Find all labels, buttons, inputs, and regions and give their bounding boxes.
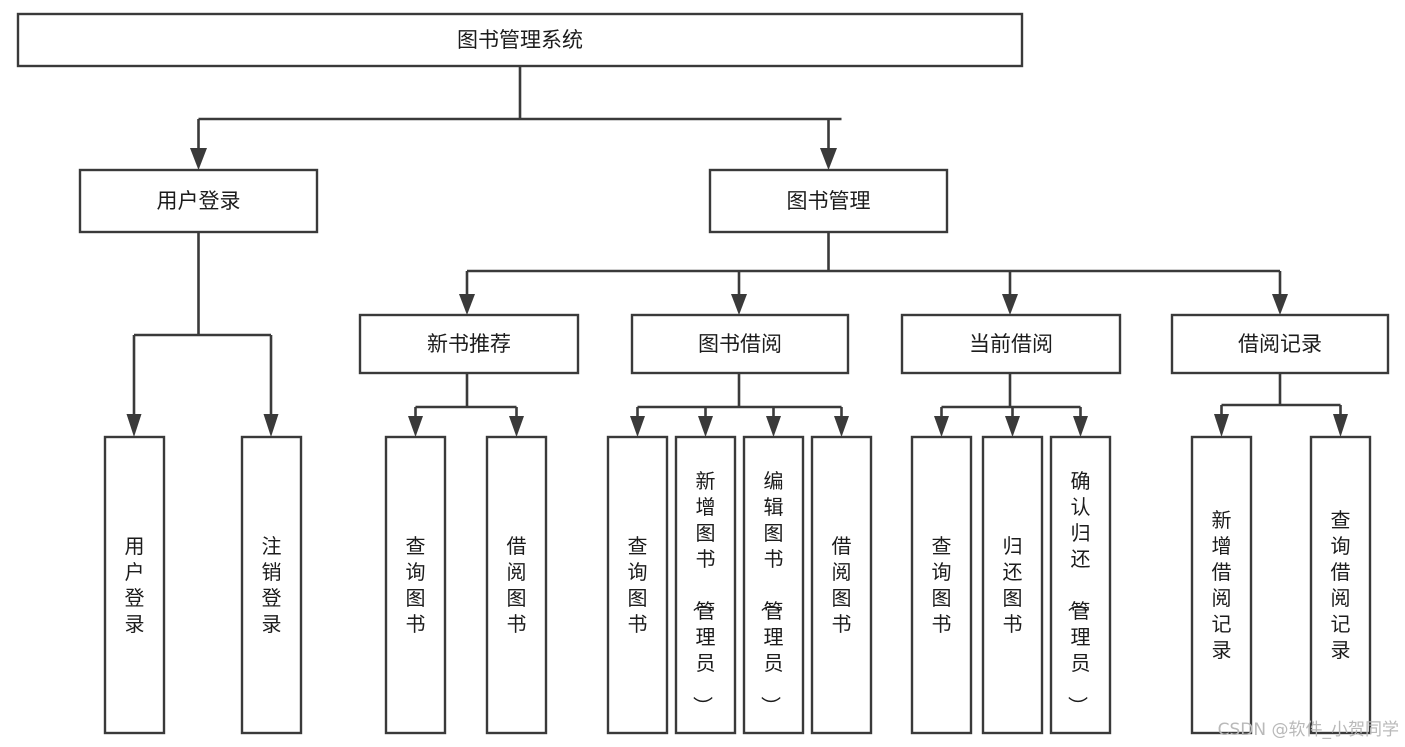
leaf-node-box-用户登录[interactable] — [103, 435, 166, 735]
watermark-label: CSDN @软件_小贺同学 — [1218, 720, 1399, 740]
leaf-node-layer: 用户登录 注销登录 查询图书 借阅图书 查询图书 新增图书（管理员） 编辑图书（管理员） 借阅… — [103, 435, 1372, 735]
leaf-node-box-确认归还管理员[interactable] — [1049, 435, 1112, 735]
node-new-book-recommend-box[interactable] — [358, 313, 580, 375]
arrow-head-leaf-edit-book — [766, 416, 781, 437]
node-book-management-label: 图书管理 — [787, 189, 871, 213]
leaf-node-label-注销登录: 注销登录 — [262, 534, 282, 636]
connector-group-user-login-leaves — [126, 232, 279, 437]
node-book-management-box[interactable] — [708, 168, 949, 234]
leaf-node-3[interactable]: 借阅图书 — [485, 435, 548, 735]
node-user-login[interactable]: 用户登录 — [78, 168, 319, 234]
leaf-node-7[interactable]: 借阅图书 — [810, 435, 873, 735]
leaf-node-box-注销登录[interactable] — [240, 435, 303, 735]
leaf-node-label-查询图书: 查询图书 — [406, 534, 426, 636]
arrow-head-leaf-logout — [263, 414, 279, 437]
leaf-node-10[interactable]: 确认归还（管理员） — [1049, 435, 1112, 735]
leaf-node-label-确认归还管理员: 确认归还（管理员） — [1066, 469, 1091, 716]
arrow-head-current-borrow — [1002, 294, 1018, 315]
node-borrow-record[interactable]: 借阅记录 — [1170, 313, 1390, 375]
leaf-node-label-归还图书: 归还图书 — [1003, 534, 1023, 636]
leaf-node-box-借阅图书[interactable] — [485, 435, 548, 735]
leaf-node-box-归还图书[interactable] — [981, 435, 1044, 735]
connector-group-root — [190, 66, 842, 170]
node-book-borrow-label: 图书借阅 — [698, 332, 782, 356]
arrow-head-leaf-borrow-book-2 — [834, 416, 849, 437]
arrow-head-user-login — [190, 148, 207, 170]
leaf-node-label-借阅图书: 借阅图书 — [507, 534, 527, 636]
arrow-head-leaf-add-record — [1214, 414, 1229, 437]
leaf-node-label-用户登录: 用户登录 — [125, 534, 145, 636]
arrow-head-leaf-query-book-1 — [408, 416, 423, 437]
node-new-book-recommend-label: 新书推荐 — [427, 332, 511, 356]
leaf-node-label-新增借阅记录: 新增借阅记录 — [1212, 508, 1232, 662]
node-book-borrow-box[interactable] — [630, 313, 850, 375]
leaf-node-6[interactable]: 编辑图书（管理员） — [742, 435, 805, 735]
leaf-node-box-查询图书[interactable] — [910, 435, 973, 735]
leaf-node-11[interactable]: 新增借阅记录 — [1190, 435, 1253, 735]
arrow-head-leaf-add-book — [698, 416, 713, 437]
arrow-head-leaf-user-login — [126, 414, 142, 437]
leaf-node-label-查询借阅记录: 查询借阅记录 — [1331, 508, 1351, 662]
leaf-node-label-新增图书管理员: 新增图书（管理员） — [691, 469, 716, 716]
node-root-label: 图书管理系统 — [457, 28, 583, 52]
node-new-book-recommend[interactable]: 新书推荐 — [358, 313, 580, 375]
leaf-node-label-借阅图书: 借阅图书 — [832, 534, 852, 636]
leaf-node-9[interactable]: 归还图书 — [981, 435, 1044, 735]
node-current-borrow-label: 当前借阅 — [969, 332, 1053, 356]
leaf-node-label-编辑图书管理员: 编辑图书（管理员） — [759, 469, 784, 716]
connector-group-book-mgmt — [459, 232, 1288, 315]
leaf-node-1[interactable]: 注销登录 — [240, 435, 303, 735]
arrow-head-new-book — [459, 294, 475, 315]
connector-group-new-book-leaves — [408, 373, 524, 437]
node-book-management[interactable]: 图书管理 — [708, 168, 949, 234]
leaf-node-box-借阅图书[interactable] — [810, 435, 873, 735]
node-current-borrow[interactable]: 当前借阅 — [900, 313, 1122, 375]
leaf-node-box-编辑图书管理员[interactable] — [742, 435, 805, 735]
leaf-node-2[interactable]: 查询图书 — [384, 435, 447, 735]
arrow-head-leaf-return-book — [1005, 416, 1020, 437]
leaf-node-label-查询图书: 查询图书 — [628, 534, 648, 636]
node-borrow-record-label: 借阅记录 — [1238, 332, 1322, 356]
node-borrow-record-box[interactable] — [1170, 313, 1390, 375]
leaf-node-12[interactable]: 查询借阅记录 — [1309, 435, 1372, 735]
arrow-head-borrow-record — [1272, 294, 1288, 315]
leaf-node-box-查询图书[interactable] — [384, 435, 447, 735]
arrow-head-leaf-query-book-3 — [934, 416, 949, 437]
leaf-node-8[interactable]: 查询图书 — [910, 435, 973, 735]
node-book-borrow[interactable]: 图书借阅 — [630, 313, 850, 375]
node-root[interactable]: 图书管理系统 — [16, 12, 1024, 68]
arrow-head-leaf-confirm-return — [1073, 416, 1088, 437]
connector-group-current-borrow-leaves — [934, 373, 1088, 437]
leaf-node-5[interactable]: 新增图书（管理员） — [674, 435, 737, 735]
leaf-node-0[interactable]: 用户登录 — [103, 435, 166, 735]
connector-group-borrow-record-leaves — [1214, 373, 1348, 437]
arrow-head-book-mgmt — [820, 148, 837, 170]
node-current-borrow-box[interactable] — [900, 313, 1122, 375]
connector-group-book-borrow-leaves — [630, 373, 849, 437]
node-user-login-label: 用户登录 — [157, 189, 241, 213]
node-user-login-box[interactable] — [78, 168, 319, 234]
leaf-node-box-新增图书管理员[interactable] — [674, 435, 737, 735]
arrow-head-leaf-borrow-book-1 — [509, 416, 524, 437]
leaf-node-label-查询图书: 查询图书 — [932, 534, 952, 636]
arrow-head-leaf-query-record — [1333, 414, 1348, 437]
leaf-node-box-查询借阅记录[interactable] — [1309, 435, 1372, 735]
node-root-box[interactable] — [16, 12, 1024, 68]
arrow-head-book-borrow — [731, 294, 747, 315]
leaf-node-box-新增借阅记录[interactable] — [1190, 435, 1253, 735]
leaf-node-4[interactable]: 查询图书 — [606, 435, 669, 735]
leaf-node-box-查询图书[interactable] — [606, 435, 669, 735]
arrow-head-leaf-query-book-2 — [630, 416, 645, 437]
